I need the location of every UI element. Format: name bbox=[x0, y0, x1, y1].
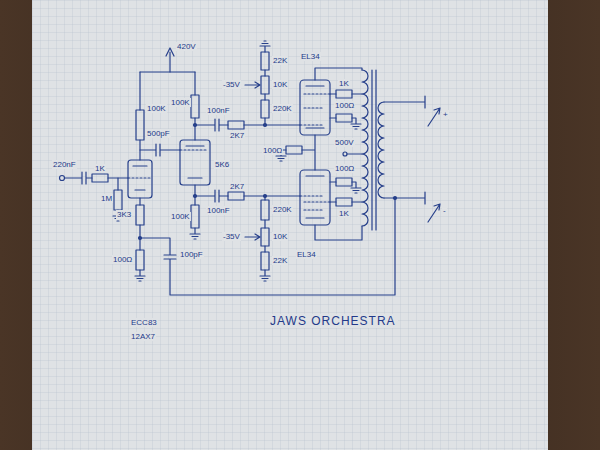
component-value: 3K3 bbox=[116, 210, 132, 219]
component-value: 420V bbox=[176, 42, 197, 51]
component-value: -35V bbox=[222, 80, 241, 89]
component-value: - bbox=[442, 206, 447, 215]
component-value: 100Ω bbox=[112, 255, 133, 264]
component-value: 100pF bbox=[179, 250, 204, 259]
component-value: 220K bbox=[272, 205, 293, 214]
component-value: 22K bbox=[272, 256, 288, 265]
component-value: EL34 bbox=[296, 250, 317, 259]
component-value: 10K bbox=[272, 232, 288, 241]
component-value: 1M bbox=[100, 194, 113, 203]
component-value: 1K bbox=[94, 164, 106, 173]
component-value: 12AX7 bbox=[130, 332, 156, 341]
component-value: 500pF bbox=[146, 129, 171, 138]
component-value: 1K bbox=[338, 79, 350, 88]
component-value: 100K bbox=[170, 212, 191, 221]
component-value: 2K7 bbox=[229, 182, 245, 191]
component-value: 100Ω bbox=[334, 164, 355, 173]
component-value: 100K bbox=[170, 98, 191, 107]
component-value: 100nF bbox=[206, 206, 231, 215]
component-value: 2K7 bbox=[229, 131, 245, 140]
component-value: 220nF bbox=[52, 160, 77, 169]
component-value: 500V bbox=[334, 138, 355, 147]
title-text: JAWS ORCHESTRA bbox=[268, 314, 398, 328]
component-value: ECC83 bbox=[130, 318, 158, 327]
component-value: EL34 bbox=[300, 52, 321, 61]
component-value: 1K bbox=[338, 209, 350, 218]
component-value: 10K bbox=[272, 80, 288, 89]
component-value: 100Ω bbox=[262, 146, 283, 155]
component-value: + bbox=[442, 110, 449, 119]
component-value: 22K bbox=[272, 56, 288, 65]
component-value: 5K6 bbox=[214, 160, 230, 169]
component-value: -35V bbox=[222, 232, 241, 241]
component-value: 100Ω bbox=[334, 101, 355, 110]
component-value: 100nF bbox=[206, 106, 231, 115]
component-value: 100K bbox=[146, 104, 167, 113]
component-value: 220K bbox=[272, 104, 293, 113]
